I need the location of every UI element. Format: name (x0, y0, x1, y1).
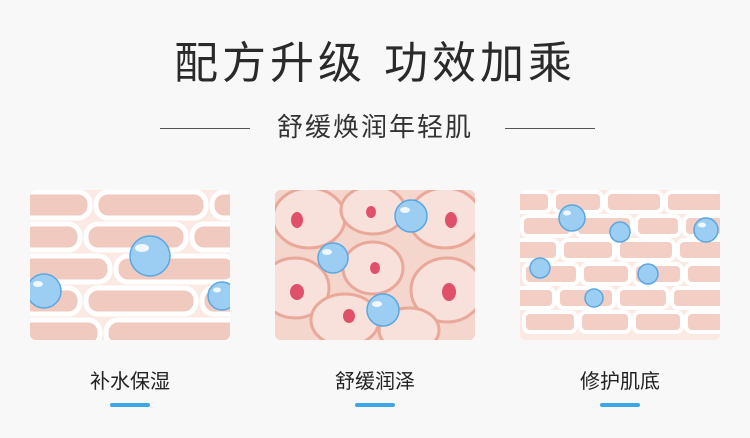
accent-bar (600, 403, 640, 407)
feature-label-soothing: 舒缓润泽 (335, 369, 415, 393)
hydration-illustration (30, 190, 230, 340)
accent-bar (110, 403, 150, 407)
repair-illustration (520, 190, 720, 340)
subtitle-row: 舒缓焕润年轻肌 (0, 108, 750, 148)
water-drop-icon (317, 199, 428, 327)
subtitle-divider-left (160, 128, 250, 129)
feature-label-repair: 修护肌底 (580, 369, 660, 393)
page-subtitle: 舒缓焕润年轻肌 (276, 113, 473, 143)
water-drop-icon (529, 204, 719, 308)
page-title: 配方升级 功效加乘 (174, 38, 576, 89)
feature-label-hydration: 补水保湿 (90, 369, 170, 393)
water-drop-icon (30, 235, 230, 311)
accent-bar (355, 403, 395, 407)
subtitle-divider-right (505, 128, 595, 129)
soothing-illustration (275, 190, 475, 340)
